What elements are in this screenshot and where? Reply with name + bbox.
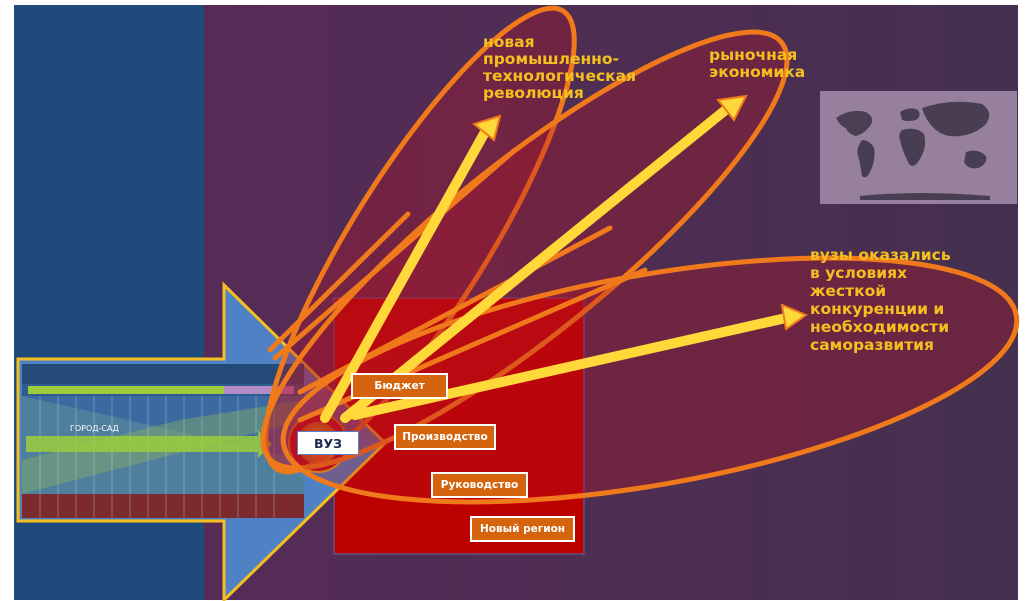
ellipse-market <box>260 29 790 471</box>
thumbnail-arrow-label: ГОРОД-САД <box>70 424 119 433</box>
annotation-competition-line-3: жесткой <box>810 282 887 300</box>
tag-new-region: Новый регион <box>470 516 575 542</box>
tag-production: Производство <box>394 424 496 450</box>
arrowhead-competition <box>780 303 809 331</box>
annotation-revolution-line-2: промышленно- <box>483 50 619 68</box>
arrow-to-revolution <box>320 127 490 423</box>
annotation-competition-line-2: в условиях <box>810 264 908 282</box>
annotation-competition-line-5: необходимости <box>810 318 950 336</box>
annotation-competition-line-1: вузы оказались <box>810 246 951 264</box>
arrowhead-market <box>716 94 748 122</box>
annotation-market: рыночная экономика <box>709 47 805 81</box>
annotation-revolution-line-3: технологическая <box>483 67 637 85</box>
annotation-market-line-2: экономика <box>709 63 806 81</box>
annotation-competition-line-6: саморазвития <box>810 336 934 354</box>
tag-budget: Бюджет <box>351 373 448 399</box>
vuz-label: ВУЗ <box>297 431 359 455</box>
arrowhead-revolution <box>471 114 502 142</box>
annotation-competition: вузы оказались в условиях жесткой конкур… <box>810 246 951 354</box>
arrow-to-market <box>340 103 733 423</box>
tag-management: Руководство <box>431 472 528 498</box>
annotation-revolution-line-1: новая <box>483 33 535 51</box>
annotation-market-line-1: рыночная <box>709 46 798 64</box>
thumbnail-chart <box>22 364 304 518</box>
fan-line-1 <box>267 211 411 353</box>
annotation-revolution: новая промышленно- технологическая револ… <box>483 34 636 102</box>
fan-line-2 <box>272 147 518 361</box>
annotation-competition-line-4: конкуренции и <box>810 300 945 318</box>
world-map-icon <box>820 91 1017 204</box>
annotation-revolution-line-4: революция <box>483 84 584 102</box>
